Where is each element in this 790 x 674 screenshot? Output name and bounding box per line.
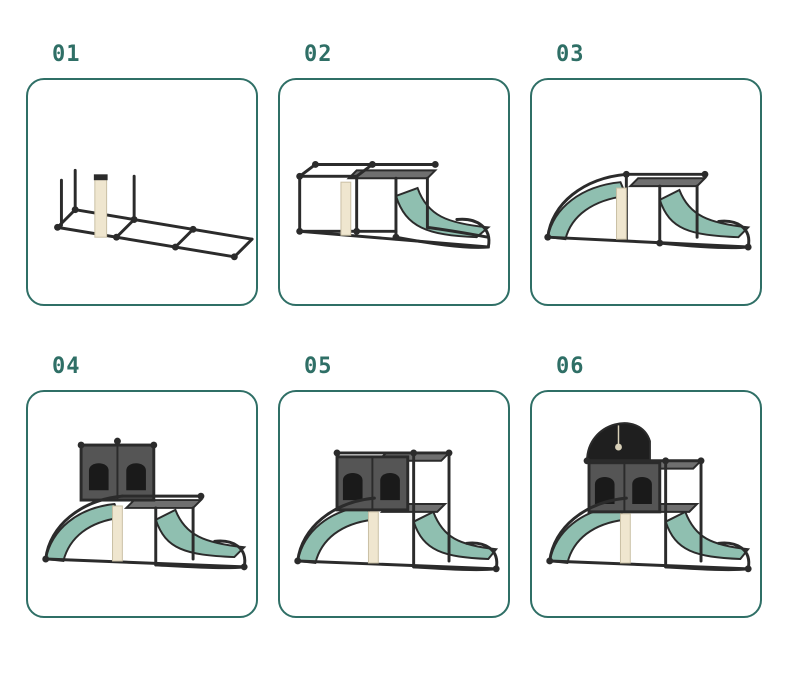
step-label-01: 01 (52, 42, 81, 67)
step-label-05: 05 (304, 354, 333, 379)
green-ramp (412, 510, 499, 561)
step-label-03: 03 (556, 42, 585, 67)
step-label-02: 02 (304, 42, 333, 67)
grey-platform (123, 499, 204, 509)
grey-platform (346, 169, 438, 180)
step-label-06: 06 (556, 354, 585, 379)
step-card-04 (26, 390, 258, 618)
step-label-04: 04 (52, 354, 81, 379)
assembly-image-step-2 (296, 161, 491, 249)
assembly-image-step-4 (42, 437, 248, 571)
green-ramp (154, 508, 247, 559)
grey-platform (627, 177, 708, 188)
assembly-image-step-6 (546, 422, 752, 573)
green-ramp (658, 188, 751, 239)
assembly-image-step-1 (54, 168, 254, 261)
green-ramp (664, 510, 751, 561)
curved-ramp-left (546, 181, 628, 241)
step-card-05 (278, 390, 510, 618)
step-card-03 (530, 78, 762, 306)
assembly-image-step-5 (294, 449, 500, 573)
step-card-06 (530, 390, 762, 618)
step-card-02 (278, 78, 510, 306)
step-card-01 (26, 78, 258, 306)
hanging-toy-ball (615, 443, 622, 451)
assembly-image-step-3 (544, 170, 752, 251)
sisal-post (94, 177, 108, 238)
